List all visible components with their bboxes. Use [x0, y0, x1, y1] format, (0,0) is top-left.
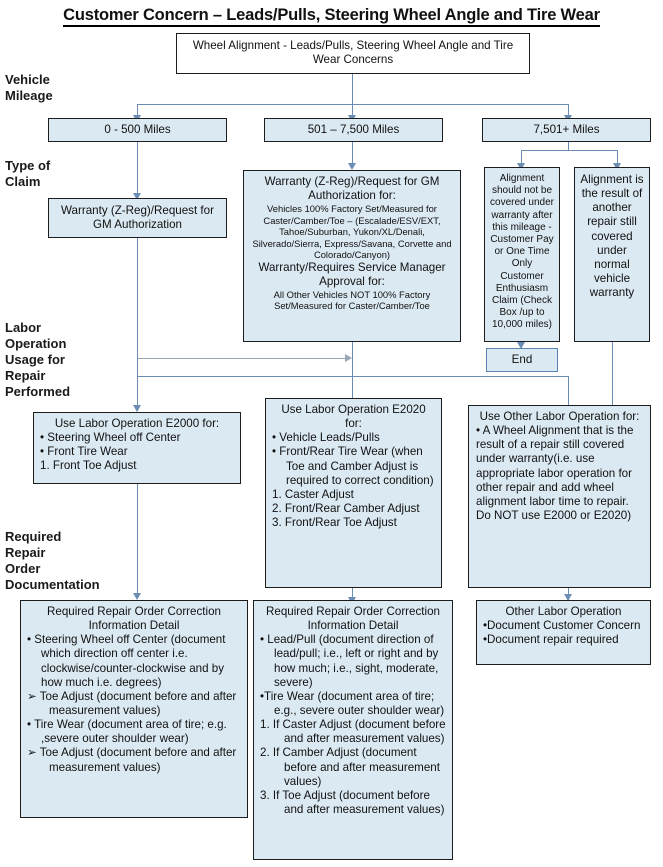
doc-left-item-1: ➢ Toe Adjust (document before and after … [27, 689, 237, 717]
row-label-type-of-claim: Type of Claim [5, 158, 51, 189]
start-box: Wheel Alignment - Leads/Pulls, Steering … [176, 33, 530, 74]
claim-high-b-text: Alignment is the result of another repai… [580, 173, 644, 300]
connector-high-right-drop [617, 150, 618, 164]
claim-box-mid: Warranty (Z-Reg)/Request for GM Authoriz… [243, 170, 461, 342]
doc-middle-item-1: •Tire Wear (document area of tire; e.g.,… [260, 689, 445, 717]
doc-left-item-0: • Steering Wheel off Center (document wh… [27, 633, 226, 689]
mileage-high-label: 7,501+ Miles [533, 123, 600, 136]
connector-low-claim-down [137, 238, 138, 358]
doc-box-left: Required Repair Order Correction Informa… [20, 600, 248, 818]
claim-mid-bullet-1: Warranty (Z-Reg)/Request for GM Authoriz… [264, 175, 440, 203]
connector-mileage-fanout [137, 104, 569, 105]
labor-box-e2000: Use Labor Operation E2000 for: • Steerin… [33, 412, 241, 484]
connector-mileage-low-drop [137, 104, 138, 116]
arrow-to-end [517, 342, 525, 349]
labor-other-content: Use Other Labor Operation for: • A Wheel… [469, 406, 650, 527]
connector-high-split [521, 150, 617, 151]
mileage-box-mid: 501 – 7,500 Miles [264, 118, 443, 142]
claim-mid-bullet-2: Warranty/Requires Service Manager Approv… [258, 260, 446, 288]
doc-middle-content: Required Repair Order Correction Informa… [254, 601, 452, 821]
doc-left-item-2: • Tire Wear (document area of tire; e.g.… [27, 718, 227, 746]
labor-other-item-0: • A Wheel Alignment that is the result o… [476, 424, 634, 522]
labor-e2000-heading: Use Labor Operation E2000 for: [54, 417, 220, 430]
connector-bus-left-stem [137, 358, 138, 376]
connector-high-stem [568, 142, 569, 151]
doc-box-right: Other Labor Operation •Document Customer… [476, 600, 651, 665]
page-title: Customer Concern – Leads/Pulls, Steering… [0, 4, 663, 27]
labor-box-e2020: Use Labor Operation E2020 for: • Vehicle… [265, 398, 442, 588]
connector-highb-down [612, 342, 613, 406]
connector-low-to-mid-h [137, 358, 345, 359]
connector-mid-to-claim [352, 142, 353, 164]
labor-e2020-item-0: • Vehicle Leads/Pulls [272, 431, 380, 445]
doc-middle-item-2: 1. If Caster Adjust (document before and… [260, 718, 446, 746]
arrow-low-to-mid [345, 354, 352, 362]
labor-e2000-item-0: • Steering Wheel off Center [40, 431, 181, 445]
doc-middle-heading: Required Repair Order Correction Informa… [266, 605, 440, 633]
connector-bus-to-other [568, 376, 569, 406]
mileage-box-low: 0 - 500 Miles [48, 118, 227, 142]
end-box: End [486, 348, 558, 372]
claim-mid-detail-2: All Other Vehicles NOT 100% Factory Set/… [273, 288, 431, 312]
doc-left-heading: Required Repair Order Correction Informa… [47, 605, 221, 633]
labor-e2020-heading: Use Labor Operation E2020 for: [281, 403, 426, 431]
doc-right-item-1: •Document repair required [483, 633, 619, 647]
labor-e2020-content: Use Labor Operation E2020 for: • Vehicle… [266, 399, 441, 534]
connector-e2020-down [352, 588, 353, 600]
start-box-text: Wheel Alignment - Leads/Pulls, Steering … [192, 39, 514, 67]
labor-e2000-content: Use Labor Operation E2000 for: • Steerin… [34, 413, 240, 478]
doc-right-item-0: •Document Customer Concern [483, 619, 641, 633]
labor-e2000-item-2: 1. Front Toe Adjust [40, 459, 137, 473]
arrow-high-left [517, 163, 525, 170]
doc-box-middle: Required Repair Order Correction Informa… [253, 600, 453, 860]
doc-right-content: Other Labor Operation •Document Customer… [477, 601, 650, 651]
doc-middle-item-3: 2. If Camber Adjust (document before and… [260, 746, 440, 788]
mileage-low-label: 0 - 500 Miles [104, 123, 171, 136]
doc-left-item-3: ➢ Toe Adjust (document before and after … [27, 746, 237, 774]
connector-labor-bus [137, 376, 568, 377]
mileage-box-high: 7,501+ Miles [482, 118, 651, 142]
doc-left-content: Required Repair Order Correction Informa… [21, 601, 247, 779]
arrow-low-to-claim [133, 193, 141, 200]
arrow-mid-to-claim [348, 163, 356, 170]
labor-e2020-item-2: 1. Caster Adjust [272, 487, 354, 501]
mileage-mid-label: 501 – 7,500 Miles [307, 123, 400, 136]
claim-box-low: Warranty (Z-Reg)/Request for GM Authoriz… [48, 198, 227, 238]
connector-low-to-claim [137, 142, 138, 194]
row-label-required-repair: Required Repair Order Documentation [5, 529, 100, 592]
labor-e2020-item-1: • Front/Rear Tire Wear (when Toe and Cam… [272, 445, 434, 487]
claim-low-label: Warranty (Z-Reg)/Request for GM Authoriz… [61, 204, 214, 232]
connector-mileage-mid-drop [352, 104, 353, 116]
doc-right-heading: Other Labor Operation [505, 605, 622, 618]
connector-e2000-down [137, 484, 138, 596]
labor-e2000-item-1: • Front Tire Wear [40, 445, 128, 459]
connector-high-left-drop [521, 150, 522, 164]
doc-middle-item-4: 3. If Toe Adjust (document before and af… [260, 788, 445, 816]
connector-bus-to-e2000 [137, 376, 138, 406]
claim-mid-detail-1: Vehicles 100% Factory Set/Measured for C… [252, 203, 452, 261]
labor-e2020-item-3: 2. Front/Rear Camber Adjust [272, 501, 420, 515]
labor-other-heading: Use Other Labor Operation for: [479, 410, 640, 423]
end-label: End [511, 353, 533, 366]
claim-box-high-b: Alignment is the result of another repai… [574, 167, 650, 342]
connector-mid-claim-down [352, 342, 353, 406]
arrow-bus-to-e2000 [133, 405, 141, 412]
row-label-vehicle-mileage: Vehicle Mileage [5, 72, 53, 103]
claim-box-high-a: Alignment should not be covered under wa… [484, 167, 560, 342]
arrow-e2000-to-doc [133, 593, 141, 600]
labor-box-other: Use Other Labor Operation for: • A Wheel… [468, 405, 651, 588]
labor-e2020-item-4: 3. Front/Rear Toe Adjust [272, 516, 397, 530]
doc-middle-item-0: • Lead/Pull (document direction of lead/… [260, 633, 439, 689]
claim-high-a-text: Alignment should not be covered under wa… [490, 173, 554, 331]
row-label-labor-operation: Labor Operation Usage for Repair Perform… [5, 320, 71, 399]
page-title-text: Customer Concern – Leads/Pulls, Steering… [63, 6, 600, 27]
connector-mileage-high-drop [568, 104, 569, 116]
claim-mid-content: Warranty (Z-Reg)/Request for GM Authoriz… [244, 171, 460, 316]
arrow-high-right [613, 163, 621, 170]
arrow-other-to-doc [564, 594, 572, 601]
connector-start-down [352, 74, 353, 104]
